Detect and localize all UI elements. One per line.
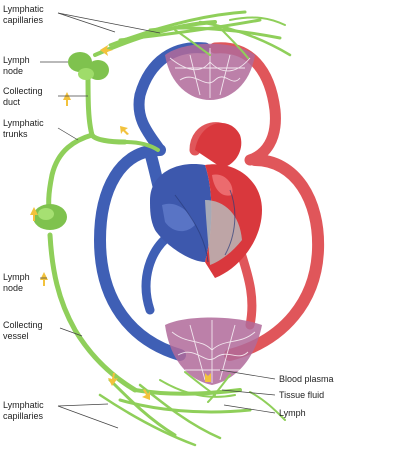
label-lymphatic-trunks: Lymphatic trunks xyxy=(3,118,44,139)
label-tissue-fluid: Tissue fluid xyxy=(279,390,325,400)
label-collecting-duct: Collecting duct xyxy=(3,86,43,107)
lymph-node-upper xyxy=(68,52,109,80)
lymphatic-vessels xyxy=(46,10,292,447)
label-lymph: Lymph xyxy=(279,408,306,418)
heart xyxy=(150,123,262,278)
lymph-node-lower xyxy=(33,204,67,230)
leader-lines xyxy=(40,12,276,429)
upper-capillary-bed xyxy=(165,43,255,100)
label-lymphatic-capillaries-top: Lymphatic capillaries xyxy=(3,4,44,25)
label-collecting-vessel: Collecting vessel xyxy=(3,320,43,341)
lower-capillary-bed xyxy=(165,317,262,385)
label-lymph-node-top: Lymph node xyxy=(3,55,30,76)
lymph-flow-arrows xyxy=(30,45,211,400)
label-lymphatic-capillaries-bottom: Lymphatic capillaries xyxy=(3,400,44,421)
label-blood-plasma: Blood plasma xyxy=(279,374,334,384)
label-lymph-node-bottom: Lymph node xyxy=(3,272,30,293)
